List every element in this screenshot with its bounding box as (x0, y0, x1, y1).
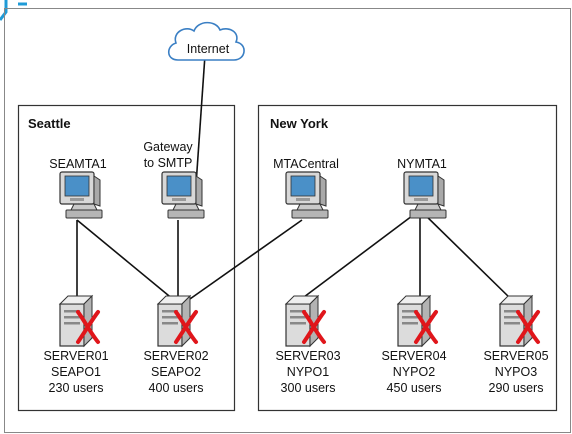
server-caption: SERVER03 NYPO1 300 users (275, 349, 341, 395)
link-nymta1-server03 (299, 209, 421, 301)
server-icon (284, 294, 326, 348)
workstation-label-seamta1: SEAMTA1 (49, 157, 107, 171)
outer-border (4, 8, 571, 433)
network-links (76, 54, 513, 307)
red-x-icon (516, 310, 540, 344)
server-caption: SERVER04 NYPO2 450 users (381, 349, 447, 395)
workstation-label-gateway: Gateway to SMTP (143, 140, 193, 170)
server-icon (58, 294, 100, 348)
link-nymta1-server05 (419, 209, 513, 301)
workstation-label-nymta1: NYMTA1 (397, 157, 447, 171)
red-x-icon (174, 310, 198, 344)
server-icon (498, 294, 540, 348)
workstation-icon (59, 171, 103, 219)
site-label-new-york: New York (270, 116, 329, 131)
workstation-icon (403, 171, 447, 219)
server-icon (156, 294, 198, 348)
cloud-label: Internet (186, 42, 230, 56)
link-mtacentral-server02 (179, 219, 303, 307)
server-caption: SERVER01 SEAPO1 230 users (43, 349, 109, 395)
workstation-icon (161, 171, 205, 219)
workstation-icon (285, 171, 329, 219)
red-x-icon (414, 310, 438, 344)
server-icon (396, 294, 438, 348)
site-label-seattle: Seattle (28, 116, 71, 131)
site-region-seattle (17, 104, 236, 412)
link-internet-gateway (195, 54, 206, 186)
cloud-icon (167, 21, 245, 61)
server-caption: SERVER02 SEAPO2 400 users (143, 349, 209, 395)
header-accent (0, 0, 8, 21)
workstation-label-mtacentral: MTACentral (273, 157, 339, 171)
server-caption: SERVER05 NYPO3 290 users (483, 349, 549, 395)
red-x-icon (302, 310, 326, 344)
link-seamta1-server02 (76, 219, 175, 301)
site-region-new-york (257, 104, 558, 412)
red-x-icon (76, 310, 100, 344)
